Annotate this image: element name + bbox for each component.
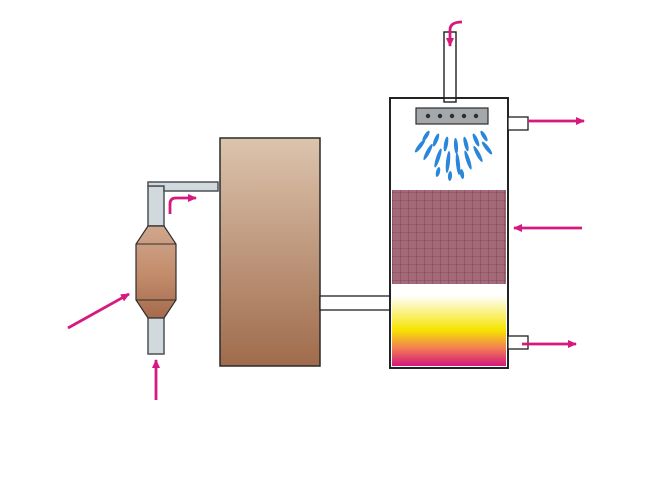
- water-drop: [447, 171, 453, 181]
- water-drop: [432, 133, 440, 147]
- water-drop: [445, 151, 451, 173]
- water-drop: [422, 130, 430, 142]
- water-drop: [464, 150, 472, 170]
- water-drop: [455, 153, 461, 175]
- flow-arrows: [67, 20, 585, 400]
- water-drop: [435, 167, 441, 177]
- water-drop: [434, 148, 442, 168]
- liquid-drain-nozzle: [507, 335, 529, 350]
- chamber-to-tower-pipe: [319, 295, 393, 311]
- water-drop: [453, 138, 459, 154]
- spray-nozzles: [425, 113, 479, 119]
- scrubber-tower: [389, 31, 529, 369]
- arrow-cyclone-outlet-flow: [168, 194, 197, 214]
- cyclone-bottom-pipe: [147, 315, 165, 355]
- water-drop: [463, 136, 469, 152]
- nozzle: [425, 113, 431, 119]
- water-drop: [459, 169, 465, 179]
- cyclone-vertical-outlet-pipe: [147, 185, 165, 227]
- settling-chamber: [219, 137, 321, 367]
- cyclone-separator: [135, 181, 219, 355]
- arrow-water-inlet-flow: [446, 20, 463, 47]
- water-drop: [473, 145, 483, 163]
- water-spray: [414, 130, 493, 181]
- packing-bed: [392, 190, 506, 284]
- nozzle: [473, 113, 479, 119]
- water-drop: [481, 141, 493, 155]
- water-drop: [480, 130, 488, 142]
- nozzle: [437, 113, 443, 119]
- water-drop: [443, 136, 449, 152]
- cyclone-horizontal-outlet-pipe: [147, 181, 219, 192]
- nozzle: [449, 113, 455, 119]
- water-drop: [472, 133, 480, 147]
- liquid-sump: [392, 286, 506, 366]
- arrow-feed-inlet-diagonal: [67, 292, 130, 330]
- gas-outlet-nozzle: [507, 116, 529, 131]
- cyclone-body: [135, 225, 177, 319]
- tower-outer-wall-outline: [389, 97, 509, 369]
- water-drop: [423, 143, 433, 161]
- water-drop: [414, 139, 426, 153]
- nozzle: [461, 113, 467, 119]
